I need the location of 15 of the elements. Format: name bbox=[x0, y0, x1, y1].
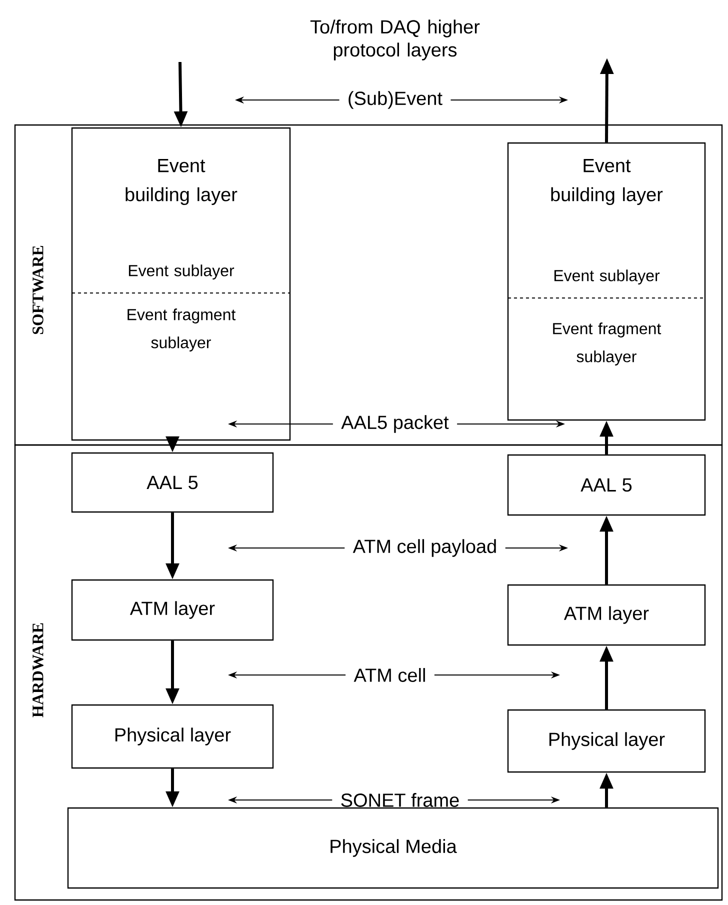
data-unit-label: SONET frame bbox=[341, 793, 459, 807]
data-unit-label: ATM cell payload bbox=[352, 539, 496, 557]
data-unit-label: ATM cell bbox=[354, 668, 425, 682]
layer-box: Physical Media bbox=[67, 807, 719, 889]
layer-box: Physical layer bbox=[507, 709, 706, 773]
layer-box: ATM layer bbox=[507, 584, 706, 646]
data-unit-label: AAL5 packet bbox=[341, 415, 449, 433]
layer-box: Physical layer bbox=[71, 704, 274, 769]
layer-box: AAL 5 bbox=[71, 452, 274, 513]
layer-box: Event building layer Event sublayer Event fragment sublayer bbox=[507, 142, 706, 421]
layer-box: Event building layer Event sublayer Event fragment sublayer bbox=[71, 127, 291, 441]
layer-box: AAL 5 bbox=[507, 454, 706, 516]
layer-box: ATM layer bbox=[71, 579, 274, 641]
data-unit-label: (Sub)Event bbox=[348, 91, 442, 109]
title: To/from DAQ higher protocol layers bbox=[310, 20, 480, 60]
